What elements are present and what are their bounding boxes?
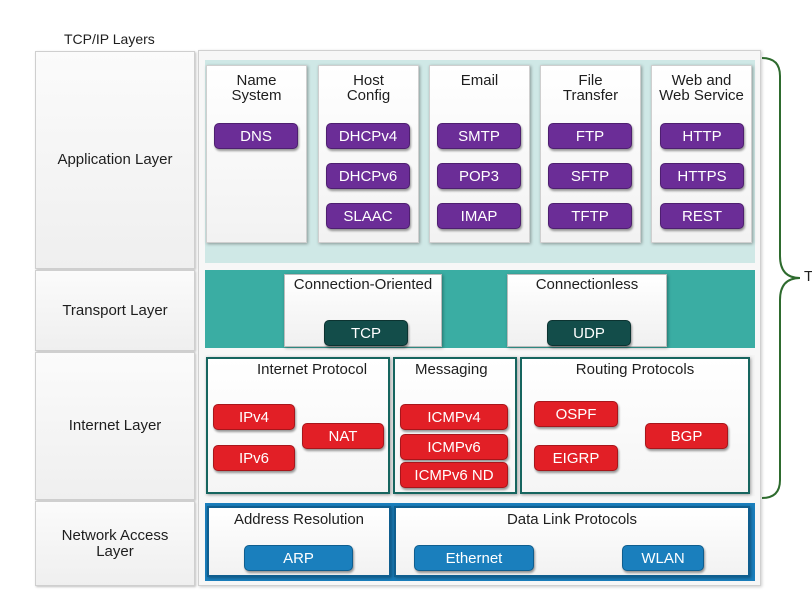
protocol-icmpv6: ICMPv6 bbox=[400, 434, 508, 460]
app-group-title: Host Config bbox=[346, 72, 391, 104]
protocol-pop3: POP3 bbox=[437, 163, 521, 189]
app-group-title: Web and Web Service bbox=[659, 72, 744, 104]
internet-group-title: Internet Protocol bbox=[256, 361, 368, 378]
protocol-tcp: TCP bbox=[324, 320, 408, 346]
layer-label-transport-text: Transport Layer bbox=[62, 301, 168, 319]
internet-group-title: Messaging bbox=[415, 361, 488, 378]
protocol-ipv4: IPv4 bbox=[213, 404, 295, 430]
transport-group-title: Connectionless bbox=[535, 276, 639, 293]
protocol-dhcpv4: DHCPv4 bbox=[326, 123, 410, 149]
layer-label-internet-text: Internet Layer bbox=[68, 417, 162, 434]
layer-label-transport: Transport Layer bbox=[35, 270, 195, 351]
protocol-arp: ARP bbox=[244, 545, 353, 571]
protocol-wlan: WLAN bbox=[622, 545, 704, 571]
protocol-bgp: BGP bbox=[645, 423, 728, 449]
network-access-group-address-resolution: Address Resolution bbox=[207, 506, 391, 577]
app-group-title: Name System bbox=[231, 72, 282, 104]
protocol-http: HTTP bbox=[660, 123, 744, 149]
protocol-rest: REST bbox=[660, 203, 744, 229]
protocol-imap: IMAP bbox=[437, 203, 521, 229]
protocol-udp: UDP bbox=[547, 320, 631, 346]
app-group-title: File Transfer bbox=[562, 72, 619, 104]
protocol-slaac: SLAAC bbox=[326, 203, 410, 229]
protocol-smtp: SMTP bbox=[437, 123, 521, 149]
protocol-ospf: OSPF bbox=[534, 401, 618, 427]
page-title: TCP/IP Layers bbox=[64, 31, 155, 47]
network-access-group-title: Address Resolution bbox=[233, 511, 365, 528]
brace-label: T bbox=[804, 268, 812, 285]
protocol-https: HTTPS bbox=[660, 163, 744, 189]
layer-label-network-access-text: Network Access Layer bbox=[61, 526, 169, 560]
protocol-nat: NAT bbox=[302, 423, 384, 449]
app-group-name-system: Name System bbox=[206, 65, 307, 243]
protocol-icmpv6-nd: ICMPv6 ND bbox=[400, 462, 508, 488]
protocol-ipv6: IPv6 bbox=[213, 445, 295, 471]
internet-group-title: Routing Protocols bbox=[575, 361, 695, 378]
protocol-ethernet: Ethernet bbox=[414, 545, 534, 571]
protocol-sftp: SFTP bbox=[548, 163, 632, 189]
layers-brace-icon bbox=[761, 57, 801, 499]
protocol-dhcpv6: DHCPv6 bbox=[326, 163, 410, 189]
layer-label-internet: Internet Layer bbox=[35, 352, 195, 500]
protocol-eigrp: EIGRP bbox=[534, 445, 618, 471]
protocol-dns: DNS bbox=[214, 123, 298, 149]
protocol-ftp: FTP bbox=[548, 123, 632, 149]
app-group-title: Email bbox=[460, 72, 499, 89]
layer-label-network-access: Network Access Layer bbox=[35, 501, 195, 586]
layer-label-application-text: Application Layer bbox=[57, 151, 173, 168]
network-access-group-title: Data Link Protocols bbox=[506, 511, 638, 528]
layer-label-application: Application Layer bbox=[35, 51, 195, 269]
protocol-icmpv4: ICMPv4 bbox=[400, 404, 508, 430]
protocol-tftp: TFTP bbox=[548, 203, 632, 229]
transport-group-title: Connection-Oriented bbox=[293, 276, 433, 293]
